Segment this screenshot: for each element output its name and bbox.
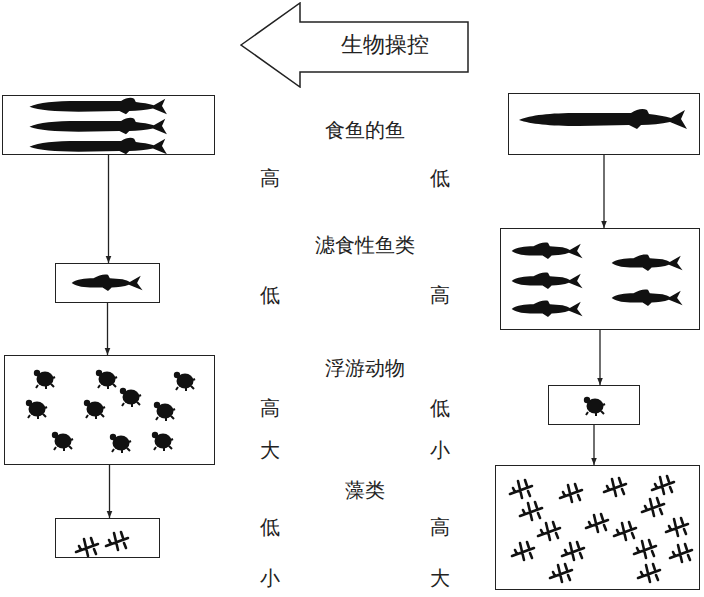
food-chain-arrow [599,330,600,385]
organism-box [548,385,640,425]
level-label: 小 [260,566,280,590]
level-label: 浮游动物 [325,356,405,380]
level-label: 高 [260,166,280,190]
level-label: 高 [430,283,450,307]
organism-box [55,263,160,303]
food-chain-arrow [107,303,108,355]
organism-box [495,465,700,590]
organism-box [508,93,700,155]
level-label: 低 [430,396,450,420]
organism-box [4,355,215,465]
level-label: 低 [260,283,280,307]
level-label: 低 [260,515,280,539]
organism-box [2,95,215,155]
food-chain-arrow [109,465,110,518]
level-label: 食鱼的鱼 [325,118,405,142]
level-label: 低 [430,166,450,190]
node-text: 生物操控 [341,32,429,58]
level-label: 大 [430,566,450,590]
organism-box [500,228,700,330]
level-label: 藻类 [345,478,385,502]
level-label: 大 [260,438,280,462]
level-label: 高 [260,396,280,420]
level-label: 滤食性鱼类 [315,233,415,257]
level-label: 小 [430,438,450,462]
food-chain-arrow [108,155,109,263]
organism-box [55,518,160,558]
arrow-shape: 生物操控 [240,2,470,88]
food-chain-arrow [593,425,594,465]
food-chain-arrow [603,155,604,228]
level-label: 高 [430,515,450,539]
